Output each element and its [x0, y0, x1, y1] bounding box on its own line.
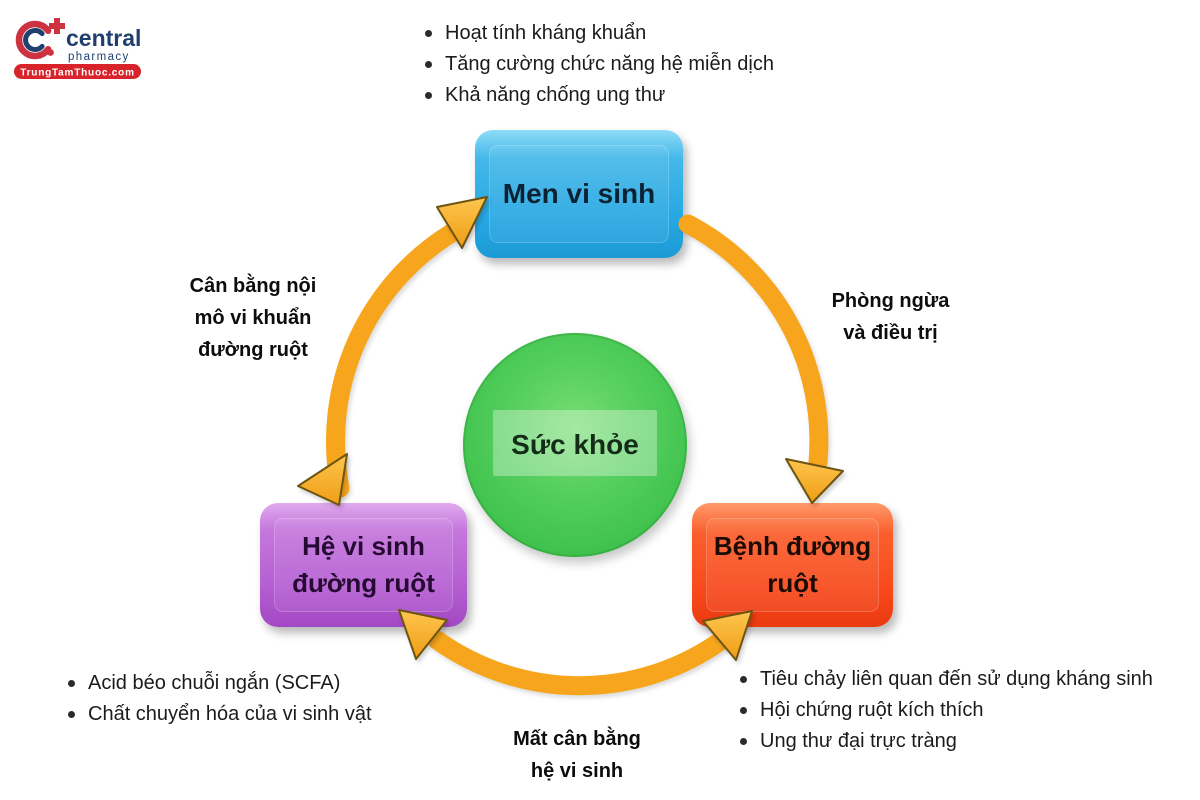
list-item: Acid béo chuỗi ngắn (SCFA)	[68, 672, 372, 694]
list-item: Tiêu chảy liên quan đến sử dụng kháng si…	[740, 668, 1153, 690]
node-label: Bệnh đường ruột	[713, 531, 872, 598]
intestinal-diseases-list: Tiêu chảy liên quan đến sử dụng kháng si…	[740, 668, 1153, 761]
logo-tagline: pharmacy	[68, 51, 130, 63]
edge-label-prevention: Phòng ngừa và điều trị	[831, 290, 950, 344]
node-intestinal-disease: Bệnh đường ruột	[692, 503, 893, 627]
edge-label-imbalance: Mất cân bằng hệ vi sinh	[513, 728, 641, 782]
node-label: Men vi sinh	[502, 178, 656, 209]
arc-right	[678, 214, 829, 472]
node-label: Hệ vi sinh đường ruột	[292, 531, 435, 598]
microbiota-metabolites-list: Acid béo chuỗi ngắn (SCFA) Chất chuyển h…	[68, 672, 372, 734]
arrowhead-to-disease-right	[785, 458, 844, 504]
list-item: Tăng cường chức năng hệ miễn dịch	[425, 53, 774, 75]
logo-c-icon	[15, 18, 65, 60]
bullet-dot	[740, 707, 747, 714]
node-health: Sức khỏe	[463, 333, 687, 557]
bullet-dot	[740, 676, 747, 683]
arrowhead-to-microbiota-left	[297, 453, 348, 506]
list-item: Hội chứng ruột kích thích	[740, 699, 1153, 721]
node-probiotics: Men vi sinh	[475, 130, 683, 258]
node-label: Sức khỏe	[511, 429, 639, 460]
label-band	[493, 410, 657, 476]
bullet-dot	[68, 680, 75, 687]
node-inner-panel	[706, 518, 879, 612]
list-item: Ung thư đại trực tràng	[740, 730, 1153, 752]
list-item: Chất chuyển hóa của vi sinh vật	[68, 703, 372, 725]
edge-label-balance: Cân bằng nội mô vi khuẩn đường ruột	[189, 275, 317, 361]
node-gut-microbiota: Hệ vi sinh đường ruột	[260, 503, 467, 627]
plus-icon	[49, 18, 65, 34]
bullet-dot	[425, 92, 432, 99]
list-item: Khả năng chống ung thư	[425, 84, 774, 106]
bullet-dot	[68, 711, 75, 718]
brand-logo: central pharmacy TrungTamThuoc.com	[14, 18, 141, 79]
node-inner-panel	[274, 518, 453, 612]
logo-brand-text: central	[66, 25, 141, 51]
bullet-dot	[740, 738, 747, 745]
list-item: Hoạt tính kháng khuẩn	[425, 22, 774, 44]
arc-bottom	[427, 630, 732, 696]
logo-domain-badge: TrungTamThuoc.com	[20, 68, 135, 79]
probiotic-benefits-list: Hoạt tính kháng khuẩn Tăng cường chức nă…	[425, 22, 774, 115]
node-inner-panel	[489, 145, 669, 243]
bullet-dot	[425, 61, 432, 68]
bullet-dot	[425, 30, 432, 37]
arc-left	[326, 218, 470, 498]
